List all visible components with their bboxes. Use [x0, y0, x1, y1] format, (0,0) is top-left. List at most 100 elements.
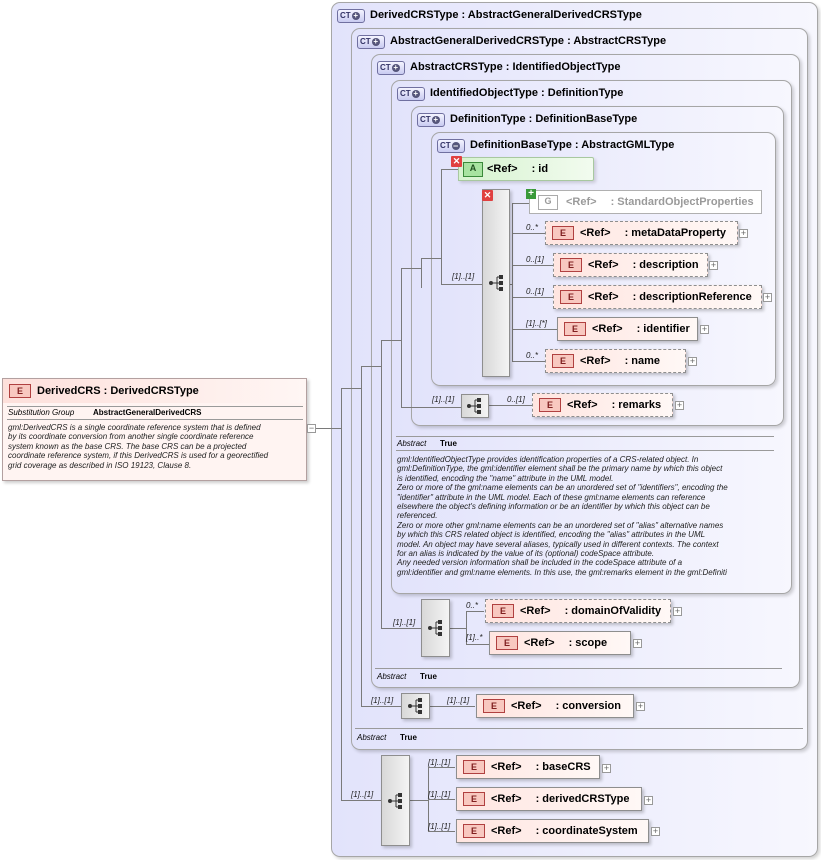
expand-button[interactable]: + [709, 260, 718, 270]
element-scope[interactable]: E <Ref> : scope [489, 631, 631, 655]
element-name-node[interactable]: E<Ref>: name [545, 349, 686, 373]
element-descriptionreference[interactable]: E<Ref>: descriptionReference [553, 285, 762, 309]
element-derivedcrstype[interactable]: E<Ref>: derivedCRSType [456, 787, 642, 811]
element-identifier[interactable]: E<Ref>: identifier [557, 317, 698, 341]
expand-button[interactable]: + [700, 324, 709, 334]
divider [7, 419, 303, 420]
element-basecrs[interactable]: E<Ref>: baseCRS [456, 755, 600, 779]
expand-button[interactable]: + [636, 701, 645, 711]
expand-button[interactable]: + [763, 292, 772, 302]
expand-button[interactable]: + [739, 228, 748, 238]
ref-label: <Ref> [491, 825, 522, 837]
element-name: : conversion [555, 700, 621, 712]
doc-line: by which this CRS related object is iden… [397, 530, 706, 540]
element-metadataproperty[interactable]: E<Ref>: metaDataProperty [545, 221, 738, 245]
ref-label: <Ref> [580, 355, 611, 367]
doc-line: grid coverage as described in ISO 19123,… [8, 460, 192, 470]
connector [489, 405, 532, 406]
ct-badge-text: CT [340, 11, 351, 20]
element-badge: E [463, 824, 485, 839]
element-conversion[interactable]: E<Ref>: conversion [476, 694, 634, 718]
doc-line: Any needed version information shall be … [397, 558, 683, 568]
connector [512, 361, 545, 362]
element-documentation: gml:DerivedCRS is a single coordinate re… [8, 423, 306, 470]
cardinality: 0..[1] [526, 255, 544, 264]
expand-button[interactable]: + [688, 356, 697, 366]
prohibited-icon: ✕ [451, 156, 462, 167]
collapse-button[interactable]: − [307, 423, 316, 433]
expand-button[interactable]: + [675, 400, 684, 410]
connector [428, 831, 455, 832]
cardinality: [1]..[1] [393, 618, 416, 627]
group-badge: G [538, 194, 558, 210]
sequence-icon [467, 398, 481, 414]
connector [441, 169, 442, 284]
attribute-name: : id [531, 163, 549, 175]
sequence-icon [428, 620, 442, 636]
connector [466, 644, 489, 645]
element-name: : scope [568, 637, 608, 649]
cardinality: [1]..[1] [351, 790, 374, 799]
sequence-icon [388, 793, 402, 809]
connector [316, 428, 342, 429]
element-domainofvalidity[interactable]: E<Ref>: domainOfValidity [485, 599, 671, 623]
element-name: : remarks [611, 399, 662, 411]
abstract-value: True [420, 672, 437, 681]
cardinality: [1]..[1] [371, 696, 394, 705]
ref-label: <Ref> [592, 323, 623, 335]
expand-button[interactable]: + [673, 606, 682, 616]
attribute-id[interactable]: A<Ref>: id [458, 157, 594, 181]
expand-button[interactable]: + [602, 763, 611, 773]
complex-type-icon: CT+ [377, 61, 405, 75]
abstract-value: True [400, 733, 417, 742]
cardinality: [1]..[1] [428, 822, 451, 831]
element-name: : metaDataProperty [624, 227, 727, 239]
connector [441, 284, 482, 285]
doc-line: coordinate reference system, if this Der… [8, 451, 269, 461]
doc-line: is identified, encoding the "name" attri… [397, 473, 614, 483]
element-coordinatesystem[interactable]: E<Ref>: coordinateSystem [456, 819, 649, 843]
type-title: IdentifiedObjectType : DefinitionType [430, 87, 624, 99]
element-name: : derivedCRSType [535, 793, 630, 805]
divider [396, 436, 774, 437]
sequence-icon [489, 275, 503, 291]
element-badge: E [496, 636, 518, 651]
element-badge: E [463, 760, 485, 775]
element-name: : baseCRS [535, 761, 591, 773]
doc-line: system known as the base CRS. The base C… [8, 441, 247, 451]
element-badge: E [9, 384, 31, 399]
cardinality: 0..[1] [526, 287, 544, 296]
ref-label: <Ref> [491, 793, 522, 805]
element-remarks[interactable]: E<Ref>: remarks [532, 393, 673, 417]
complex-type-icon: CT+ [357, 35, 385, 49]
abstract-label: Abstract [377, 672, 407, 681]
connector [341, 388, 342, 800]
expand-button[interactable]: + [651, 826, 660, 836]
expand-button[interactable]: + [633, 638, 642, 648]
element-name: : name [624, 355, 661, 367]
divider [375, 668, 782, 669]
type-title: DefinitionBaseType : AbstractGMLType [470, 139, 675, 151]
ref-label: <Ref> [524, 637, 555, 649]
connector [441, 169, 458, 170]
ref-label: <Ref> [567, 399, 598, 411]
type-title: DerivedCRSType : AbstractGeneralDerivedC… [370, 9, 642, 21]
element-badge: E [552, 226, 574, 241]
cardinality: [1]..[1] [447, 696, 470, 705]
cardinality: 0..* [526, 351, 539, 360]
complex-type-icon: CT+ [337, 9, 365, 23]
attribute-badge: A [463, 161, 483, 177]
doc-line: elsewhere the object's defining informat… [397, 502, 710, 512]
type-title: DefinitionType : DefinitionBaseType [450, 113, 638, 125]
element-description[interactable]: E<Ref>: description [553, 253, 708, 277]
connector [381, 340, 401, 341]
group-standardobjectproperties[interactable]: G<Ref>: StandardObjectProperties [529, 190, 762, 214]
expand-button[interactable]: + [644, 795, 653, 805]
derivedcrs-sequence[interactable] [381, 755, 410, 846]
connector [466, 611, 467, 644]
abstract-label: Abstract [357, 733, 387, 742]
ref-label: <Ref> [588, 259, 619, 271]
element-badge: E [560, 290, 582, 305]
